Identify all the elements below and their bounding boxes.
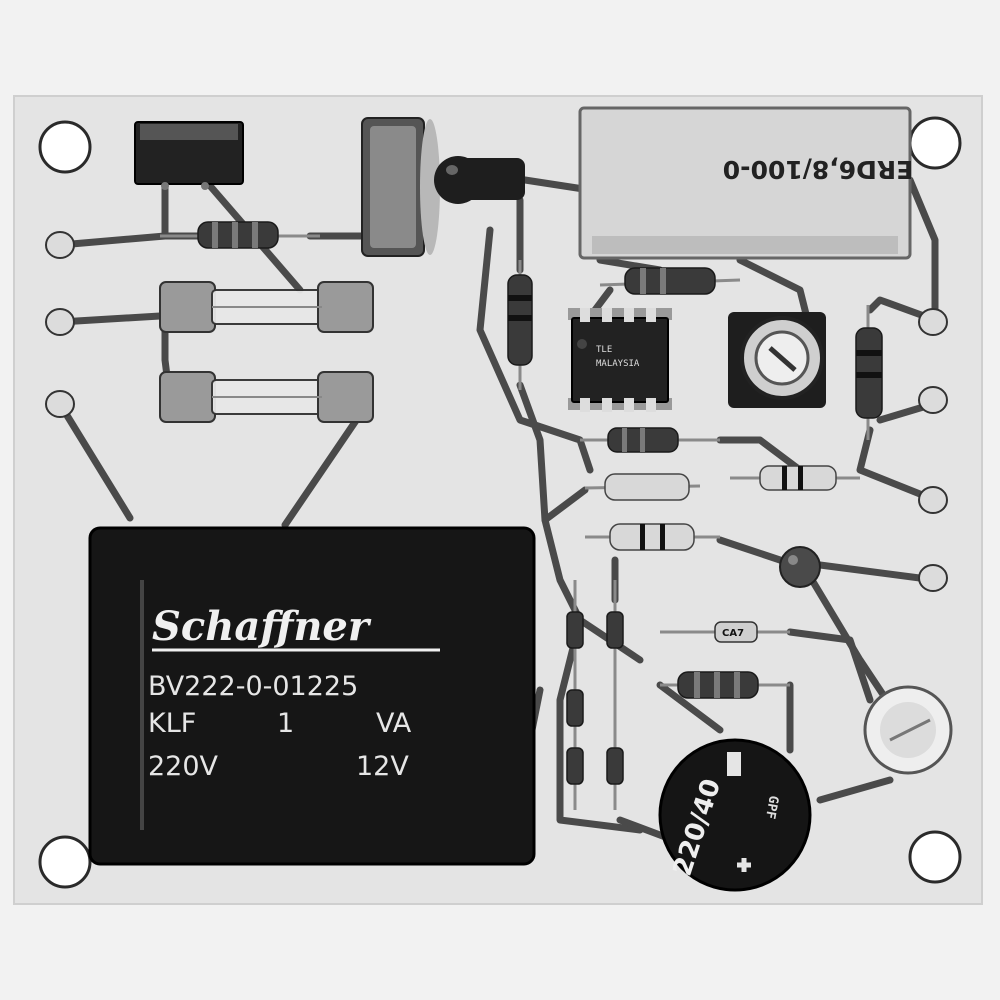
electrolytic-capacitor [361, 117, 440, 257]
resistor-lower [660, 671, 790, 699]
relay-one: 1 [277, 708, 294, 739]
relay-klf: KLF [148, 708, 196, 739]
bridge-rectifier: 220/40 GPF [658, 738, 812, 892]
small-capacitor: CA7 [660, 621, 790, 643]
resistor-vertical-right [855, 305, 883, 440]
relay-220v: 220V [148, 751, 219, 782]
relay-12v: 12V [356, 751, 409, 782]
clear-led [863, 685, 953, 775]
relay-brand: Schaffner [152, 603, 372, 650]
relay-va: VA [376, 708, 412, 739]
ic-label-top: TLE [596, 345, 612, 355]
mounting-hole-bottom-right [908, 830, 962, 884]
diode-column-right [606, 580, 624, 810]
fuse-bottom [159, 371, 374, 423]
resistor-light-2 [730, 465, 860, 491]
resistor-top-left [160, 221, 320, 249]
voltage-regulator [134, 121, 244, 190]
resistor-light-1 [584, 473, 701, 501]
resistor-vertical-left [507, 260, 533, 390]
mounting-hole-bottom-left [38, 835, 92, 889]
mounting-hole-top-right [908, 116, 962, 170]
small-led [779, 546, 821, 588]
relay: Schaffner BV222-0-01225 KLF 1 VA 220V 12… [88, 526, 536, 866]
fuse-top [159, 281, 374, 333]
power-resistor-label: ERD6,8/100-0 [723, 155, 913, 184]
led-indicator [434, 156, 525, 204]
resistor-under-ic [580, 427, 720, 453]
power-resistor: ERD6,8/100-0 [578, 106, 913, 260]
integrated-circuit: TLE MALAYSIA [568, 308, 672, 412]
resistor-light-3 [585, 523, 720, 551]
terminal-pads [45, 231, 948, 592]
bridge-rectifier-side-label: GPF [762, 794, 781, 820]
mounting-hole-top-left [38, 120, 92, 174]
trimmer-potentiometer [728, 312, 826, 408]
resistor-under-power [599, 267, 741, 295]
ic-label-bottom: MALAYSIA [596, 359, 640, 369]
small-capacitor-label: CA7 [722, 628, 744, 639]
relay-part-number: BV222-0-01225 [148, 671, 358, 702]
diode-column-left [566, 580, 584, 810]
mounting-holes [38, 116, 962, 889]
